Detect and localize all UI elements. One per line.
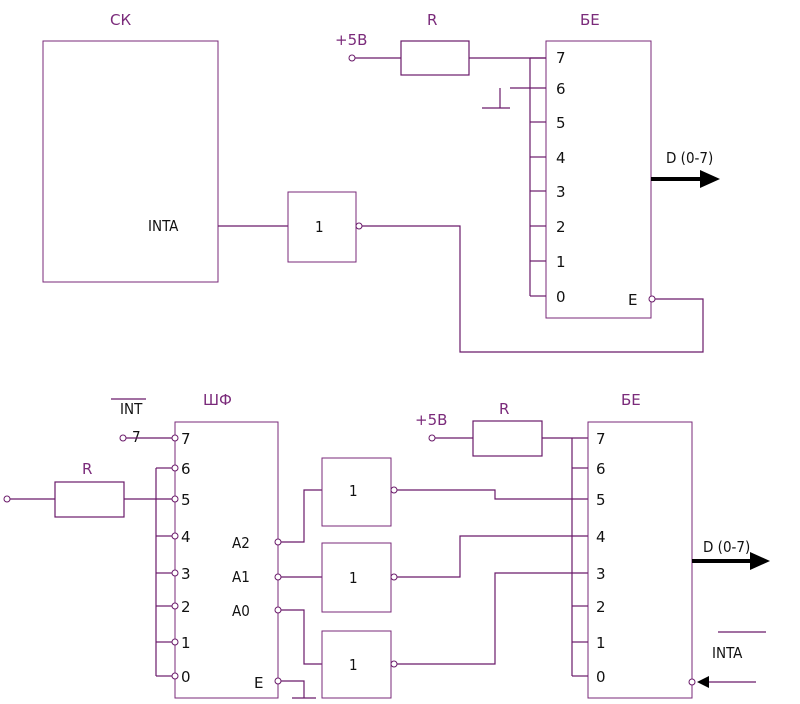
top-bus-arrow-head [700, 170, 720, 188]
shf-pin-4: 4 [181, 528, 191, 546]
top-plus5-label: +5В [335, 31, 367, 49]
top-be-title: БЕ [580, 11, 600, 29]
int-label: INT [120, 400, 143, 418]
top-be-e-label: E [628, 291, 637, 309]
bottom-be-pins: 7 6 5 4 3 2 1 0 [572, 430, 606, 686]
int-pin-label: 7 [132, 428, 141, 446]
bottom-plus5-label: +5В [415, 411, 447, 429]
bottom-be-pin-5: 5 [596, 491, 606, 509]
bottom-be-e-bubble [688, 678, 696, 686]
top-be-pins: 7 6 5 4 3 2 1 0 [510, 49, 566, 306]
sk-title: СК [110, 11, 131, 29]
bottom-plus5-terminal [428, 434, 436, 442]
bottom-be-pin-2: 2 [596, 598, 606, 616]
shf-pin-2: 2 [181, 598, 191, 616]
bottom-be-pin-3: 3 [596, 565, 606, 583]
shf-pin-0: 0 [181, 668, 191, 686]
inverter-to-be-enable-wire [362, 225, 704, 353]
shf-pin-1: 1 [181, 634, 191, 652]
bottom-bus-arrow-head [750, 552, 770, 570]
bottom-circuit: INT 7 ШФ R 7 6 [3, 391, 770, 699]
shf-pin-6: 6 [181, 460, 191, 478]
top-be-pin-7: 7 [556, 49, 566, 67]
shf-pin-3: 3 [181, 565, 191, 583]
top-be-e-bubble [648, 295, 656, 303]
inv-a2-to-be5-wire [397, 489, 588, 500]
inverter-a1-bubble [390, 573, 398, 581]
bottom-inta-arrow-head [697, 676, 709, 688]
shf-pin-5: 5 [181, 491, 191, 509]
top-be-pin-3: 3 [556, 183, 566, 201]
shf-e-label: E [254, 674, 263, 692]
inv-a0-to-be3-wire [397, 572, 588, 665]
bottom-be-pin-6: 6 [596, 460, 606, 478]
inverter-a0-label: 1 [349, 656, 358, 674]
top-be-pin-1: 1 [556, 253, 566, 271]
top-resistor-label: R [427, 11, 437, 29]
shf-pins: 7 6 5 4 3 2 1 0 [156, 430, 191, 686]
top-ground-symbol [482, 88, 510, 109]
bottom-resistor [472, 420, 543, 457]
shf-a0-label: A0 [232, 602, 250, 620]
sk-block [42, 40, 219, 283]
shf-a0-bubble [274, 606, 282, 614]
sk-inta-label: INTA [148, 217, 179, 235]
bottom-bus-label: D (0-7) [703, 538, 750, 556]
top-plus5-terminal [348, 54, 356, 62]
shf-pin-7: 7 [181, 430, 191, 448]
shf-title: ШФ [203, 391, 232, 409]
bottom-resistor-label: R [499, 400, 509, 418]
top-circuit: СК INTA 1 +5В R БЕ 7 6 [42, 11, 720, 353]
int-input-terminal [119, 434, 127, 442]
inverter-a1-label: 1 [349, 569, 358, 587]
bottom-be-pin-4: 4 [596, 528, 606, 546]
a0-to-inverter-wire [281, 609, 322, 665]
bottom-be-pin-0: 0 [596, 668, 606, 686]
top-be-pin-4: 4 [556, 149, 566, 167]
left-resistor-label: R [82, 460, 92, 478]
shf-a1-bubble [274, 573, 282, 581]
inverter-a2-label: 1 [349, 482, 358, 500]
top-be-pin-5: 5 [556, 114, 566, 132]
shf-e-bubble [274, 677, 282, 685]
inv-a1-to-be4-wire [397, 535, 588, 578]
shf-a2-bubble [274, 538, 282, 546]
top-resistor [400, 40, 470, 76]
shf-a1-label: A1 [232, 568, 250, 586]
top-inverter-output-bubble [355, 222, 363, 230]
shf-e-ground-wire [281, 680, 305, 698]
inverter-a2-bubble [390, 486, 398, 494]
bottom-be-pin-7: 7 [596, 430, 606, 448]
inverter-a0-bubble [390, 660, 398, 668]
a2-to-inverter-wire [281, 489, 322, 543]
shf-a2-label: A2 [232, 534, 250, 552]
top-be-pin-0: 0 [556, 288, 566, 306]
left-resistor [54, 481, 125, 518]
bottom-be-pin-1: 1 [596, 634, 606, 652]
top-be-pin-2: 2 [556, 218, 566, 236]
bottom-be-title: БЕ [621, 391, 641, 409]
top-be-pin-6: 6 [556, 80, 566, 98]
inverter-a2 [321, 457, 392, 527]
top-inverter-label: 1 [315, 218, 324, 236]
shf-block [174, 421, 279, 699]
top-bus-label: D (0-7) [666, 149, 713, 167]
bottom-inta-label: INTA [712, 644, 743, 662]
left-input-terminal [3, 495, 11, 503]
